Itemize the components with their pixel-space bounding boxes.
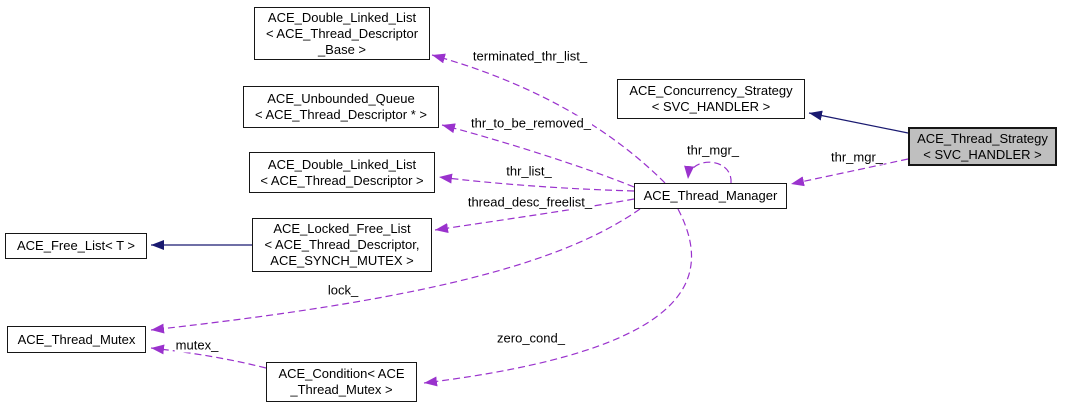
edge-label-thr-mgr-strategy: thr_mgr_ [829, 149, 885, 165]
node-ace-unbounded-queue[interactable]: ACE_Unbounded_Queue < ACE_Thread_Descrip… [243, 86, 439, 128]
edge-lock [150, 208, 641, 334]
node-ace-double-linked-list-base[interactable]: ACE_Double_Linked_List < ACE_Thread_Desc… [254, 7, 430, 60]
edge-label-thr-to-be-removed: thr_to_be_removed_ [470, 115, 592, 131]
edge-label-terminated-thr-list: terminated_thr_list_ [471, 48, 589, 64]
edge-label-thread-desc-freelist: thread_desc_freelist_ [466, 194, 594, 210]
edge-label-thr-list: thr_list_ [505, 163, 553, 179]
node-ace-double-linked-list[interactable]: ACE_Double_Linked_List < ACE_Thread_Desc… [249, 152, 435, 193]
edge-thr-mgr-self-loop [684, 161, 732, 184]
node-ace-concurrency-strategy[interactable]: ACE_Concurrency_Strategy < SVC_HANDLER > [617, 79, 805, 119]
edge-label-zero-cond: zero_cond_ [496, 330, 566, 346]
edge-thr-to-be-removed [441, 123, 635, 188]
edge-label-lock: lock_ [326, 282, 360, 298]
edge-label-thr-mgr-self: thr_mgr_ [685, 142, 741, 158]
edge-label-mutex: mutex_ [174, 337, 220, 353]
node-ace-thread-manager[interactable]: ACE_Thread_Manager [634, 183, 787, 209]
node-ace-locked-free-list[interactable]: ACE_Locked_Free_List < ACE_Thread_Descri… [252, 218, 432, 272]
node-ace-condition[interactable]: ACE_Condition< ACE _Thread_Mutex > [266, 362, 417, 402]
edge-zero-cond [423, 208, 693, 387]
edge-mutex [150, 344, 267, 369]
node-ace-thread-strategy[interactable]: ACE_Thread_Strategy < SVC_HANDLER > [908, 127, 1057, 166]
edge-terminated-thr-list [431, 53, 666, 184]
edge-thr-mgr-from-strategy [790, 158, 909, 187]
node-ace-thread-mutex[interactable]: ACE_Thread_Mutex [7, 326, 146, 353]
edge-thread-desc-freelist [434, 198, 635, 234]
edge-thr-list [438, 173, 635, 192]
node-ace-free-list[interactable]: ACE_Free_List< T > [5, 233, 147, 259]
edge-inherit-thread-strategy-to-concurrency-strategy [808, 110, 909, 134]
